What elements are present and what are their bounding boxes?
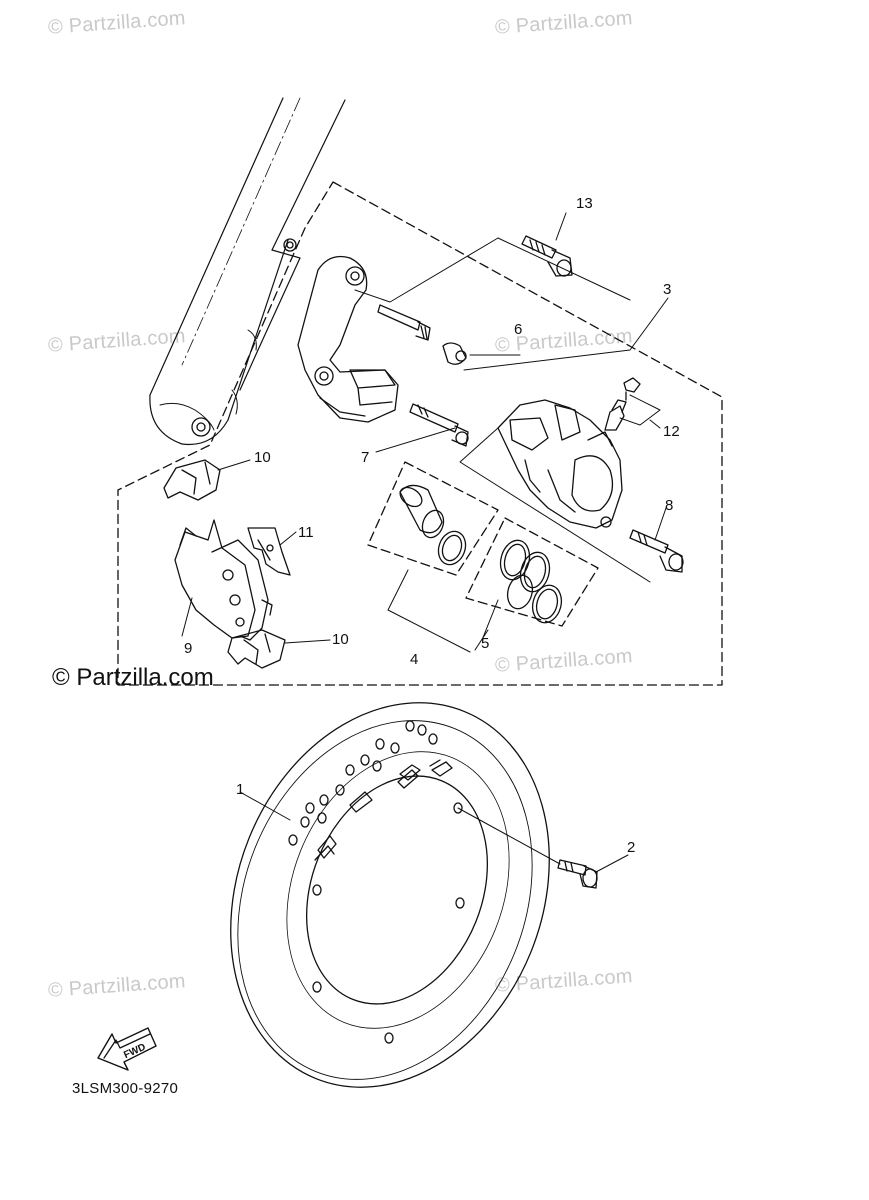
caliper-body <box>497 399 623 529</box>
pad-clip-lower <box>227 629 286 669</box>
callout-12: 12 <box>663 423 680 440</box>
callout-5: 5 <box>481 635 490 652</box>
forward-arrow-icon: FWD <box>97 1027 157 1071</box>
callout-10-lower: 10 <box>332 631 349 648</box>
callout-4: 4 <box>410 651 419 668</box>
bolt-8 <box>629 529 684 573</box>
callout-1: 1 <box>236 781 245 798</box>
callout-2: 2 <box>627 839 636 856</box>
pad-clip-upper <box>163 459 221 501</box>
slide-pin-upper <box>377 304 431 341</box>
disc-screw-2 <box>557 859 598 889</box>
brake-disc <box>230 702 550 1088</box>
pad-shim-11 <box>247 527 291 576</box>
bleed-screw-12 <box>604 377 641 431</box>
fork-leg-illustration <box>149 97 346 446</box>
watermark-main: © Partzilla.com <box>52 664 214 691</box>
bolt-13 <box>521 235 573 277</box>
caliper-bracket <box>297 255 399 423</box>
boot-6 <box>442 342 467 365</box>
callout-13: 13 <box>576 195 593 212</box>
slide-pin-lower <box>409 403 469 447</box>
callout-10-upper: 10 <box>254 449 271 466</box>
leader-lines <box>181 212 669 873</box>
callout-9: 9 <box>184 640 193 657</box>
brake-pads <box>174 519 273 641</box>
callout-8: 8 <box>665 497 674 514</box>
assembly-boundary <box>117 181 723 686</box>
callout-3: 3 <box>663 281 672 298</box>
callout-6: 6 <box>514 321 523 338</box>
callout-11: 11 <box>298 524 314 541</box>
callout-7: 7 <box>361 449 370 466</box>
piston-kit-box <box>367 461 499 576</box>
diagram-code: 3LSM300-9270 <box>72 1080 179 1097</box>
seal-kit-box <box>465 517 599 627</box>
